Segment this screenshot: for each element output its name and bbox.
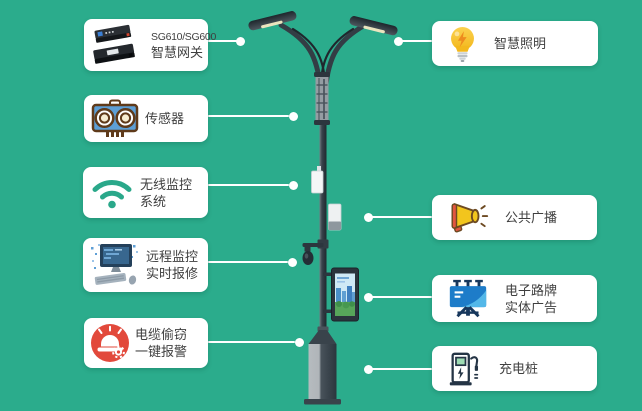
- card-label-line: 智慧网关: [151, 44, 204, 60]
- megaphone-icon: [446, 201, 490, 235]
- connector-dot-sensor: [288, 111, 298, 121]
- connector-dot-broadcast: [363, 212, 373, 222]
- ultrasonic-sensor-icon: [91, 98, 139, 140]
- wireless-ap-box: [311, 166, 324, 194]
- smart-bulb-icon: [446, 24, 479, 64]
- card-label-line: 电缆偷窃: [135, 327, 188, 342]
- card-label-line: 一键报警: [135, 344, 188, 359]
- card-label-line: 实体广告: [505, 299, 558, 315]
- card-cable-theft-alarm: 电缆偷窃 一键报警: [84, 318, 208, 368]
- lamp-head-left: [248, 11, 297, 31]
- connector-dot-remote: [287, 257, 297, 267]
- card-label-line: 无线监控: [140, 176, 193, 192]
- pole-shaft: [319, 72, 327, 334]
- card-public-broadcast: 公共广播: [432, 195, 597, 240]
- card-smart-gateway: SG610/SG600 智慧网关: [84, 19, 216, 71]
- connector-line-broadcast: [371, 216, 432, 218]
- digital-signage-screen: [323, 267, 359, 322]
- pole-sleeve: [314, 72, 330, 125]
- charging-pile-icon: [446, 350, 484, 388]
- connector-line-signage: [371, 296, 432, 298]
- remote-computer-icon: [90, 242, 140, 288]
- card-sensor: 传感器: [84, 95, 208, 142]
- card-remote-monitoring: 远程监控 实时报修: [83, 238, 208, 292]
- card-electronic-billboard: 电子路牌 实体广告: [432, 275, 597, 322]
- pole-base-cabinet: [304, 326, 341, 405]
- connector-dot-gateway: [235, 36, 245, 46]
- card-charging-pile: 充电桩: [432, 346, 597, 391]
- connector-dot-signage: [363, 292, 373, 302]
- security-camera: [302, 239, 329, 265]
- card-label-line: 实时报修: [146, 266, 199, 281]
- connector-line-charging: [371, 368, 432, 370]
- connector-line-remote: [208, 261, 288, 263]
- card-label-line: 智慧照明: [494, 36, 547, 51]
- alarm-siren-icon: [91, 324, 129, 362]
- card-label-line: 传感器: [145, 111, 185, 126]
- card-label-line: 充电桩: [499, 361, 539, 376]
- broadcast-speaker-box: [328, 203, 342, 231]
- card-label-line: 系统: [140, 193, 167, 209]
- card-label-line: SG610/SG600: [151, 30, 216, 43]
- gateway-devices-icon: [91, 22, 145, 68]
- connector-line-alarm: [208, 341, 295, 343]
- card-wireless-monitoring: 无线监控 系统: [83, 167, 208, 218]
- wifi-icon: [90, 175, 134, 210]
- connector-line-wireless: [208, 184, 289, 186]
- connector-dot-wireless: [288, 180, 298, 190]
- card-smart-lighting: 智慧照明: [432, 21, 598, 66]
- connector-line-gateway: [208, 40, 237, 42]
- lamp-head-right: [349, 16, 398, 36]
- connector-dot-charging: [363, 364, 373, 374]
- connector-dot-lighting: [393, 36, 403, 46]
- connector-line-sensor: [208, 115, 289, 117]
- card-label-line: 公共广播: [505, 210, 558, 225]
- connector-dot-alarm: [294, 337, 304, 347]
- card-label-line: 远程监控: [146, 249, 199, 264]
- card-label-line: 电子路牌: [505, 282, 558, 298]
- connector-line-lighting: [401, 40, 432, 42]
- billboard-icon: [446, 279, 490, 319]
